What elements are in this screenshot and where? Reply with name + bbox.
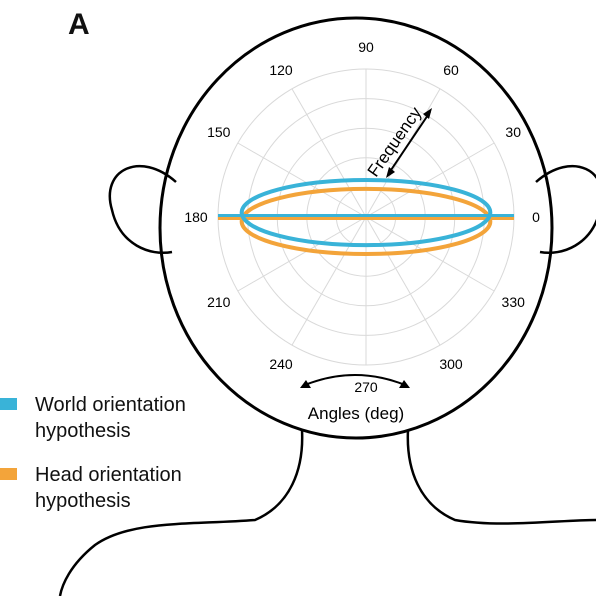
frequency-label: Frequency: [364, 103, 426, 180]
polar-spoke-330: [365, 216, 495, 292]
angle-tick-label-0: 0: [532, 209, 540, 225]
polar-angle-labels: 0 30 60 90 120 150 180 210 240 270 300 330: [184, 39, 540, 395]
angle-tick-label-330: 330: [502, 294, 526, 310]
legend-swatch-head: [0, 468, 17, 480]
polar-spoke-150: [237, 142, 367, 218]
angle-tick-label-120: 120: [269, 62, 293, 78]
legend-label-world: World orientation hypothesis: [35, 394, 186, 442]
polar-spoke-300: [365, 216, 441, 346]
polar-spoke-240: [291, 216, 367, 346]
neck-shoulder-left: [58, 429, 304, 597]
panel-label: A: [68, 8, 90, 41]
legend-item-head: Head orientation hypothesis: [0, 462, 182, 514]
right-ear: [535, 164, 596, 254]
legend-label-head: Head orientation hypothesis: [35, 464, 182, 512]
head-hypothesis-curve: [239, 186, 493, 257]
angle-tick-label-300: 300: [439, 356, 463, 372]
angles-label: Angles (deg): [308, 404, 404, 423]
angle-tick-label-180: 180: [184, 209, 208, 225]
angle-tick-label-210: 210: [207, 294, 231, 310]
angle-tick-label-150: 150: [207, 124, 231, 140]
legend-item-world: World orientation hypothesis: [0, 392, 186, 444]
angle-tick-label-240: 240: [269, 356, 293, 372]
polar-spoke-210: [237, 216, 367, 292]
polar-series: [218, 178, 514, 257]
angles-arrow: [300, 374, 410, 388]
angle-tick-label-270: 270: [354, 379, 378, 395]
angle-tick-label-30: 30: [505, 124, 521, 140]
neck-shoulder-right: [406, 429, 596, 525]
world-hypothesis-curve: [239, 178, 493, 248]
polar-spoke-30: [365, 142, 495, 218]
polar-spoke-120: [291, 88, 367, 218]
legend-swatch-world: [0, 398, 17, 410]
head-outline: [158, 16, 554, 440]
angle-tick-label-60: 60: [443, 62, 459, 78]
angle-tick-label-90: 90: [358, 39, 374, 55]
left-ear: [108, 164, 177, 254]
frequency-arrow: [386, 108, 432, 178]
